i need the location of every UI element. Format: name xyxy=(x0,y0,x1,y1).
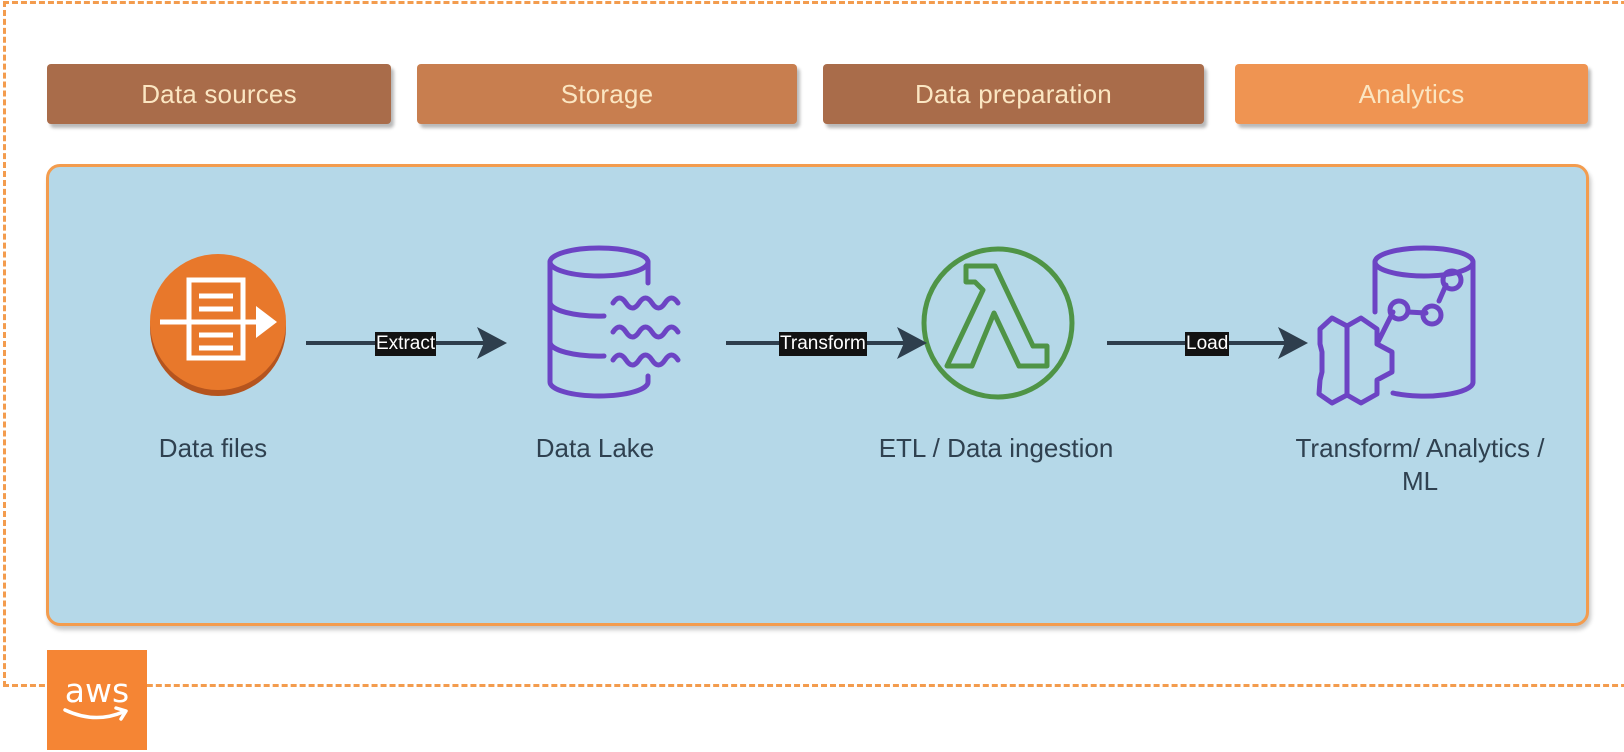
edge-label-load: Load xyxy=(1185,332,1230,356)
node-label-etl: ETL / Data ingestion xyxy=(878,433,1114,463)
category-label: Storage xyxy=(560,78,654,109)
node-label-analytics-ml: Transform/ Analytics / ML xyxy=(1270,432,1570,498)
category-storage: Storage xyxy=(417,64,797,124)
category-analytics: Analytics xyxy=(1235,64,1588,124)
aws-logo: aws xyxy=(47,650,147,750)
node-label-data-files: Data files xyxy=(158,433,268,463)
aws-logo-text: aws xyxy=(64,670,130,710)
node-label-data-lake: Data Lake xyxy=(535,433,655,463)
category-label: Data sources xyxy=(141,78,297,109)
aws-cloud-boundary xyxy=(3,1,1624,687)
category-label: Analytics xyxy=(1358,78,1465,109)
analytics-ml-icon xyxy=(1316,245,1476,406)
category-label: Data preparation xyxy=(915,78,1112,109)
category-data-sources: Data sources xyxy=(47,64,391,124)
aws-smile-icon xyxy=(63,705,128,721)
edge-label-transform: Transform xyxy=(779,332,867,356)
edge-label-extract: Extract xyxy=(375,332,437,356)
category-data-preparation: Data preparation xyxy=(823,64,1204,124)
data-files-icon xyxy=(150,254,286,396)
data-lake-icon xyxy=(547,245,681,399)
lambda-icon xyxy=(921,246,1075,400)
node-label-line: Transform/ Analytics / xyxy=(1295,433,1545,463)
pipeline-panel xyxy=(46,164,1589,626)
node-label-line: ML xyxy=(1401,466,1439,496)
